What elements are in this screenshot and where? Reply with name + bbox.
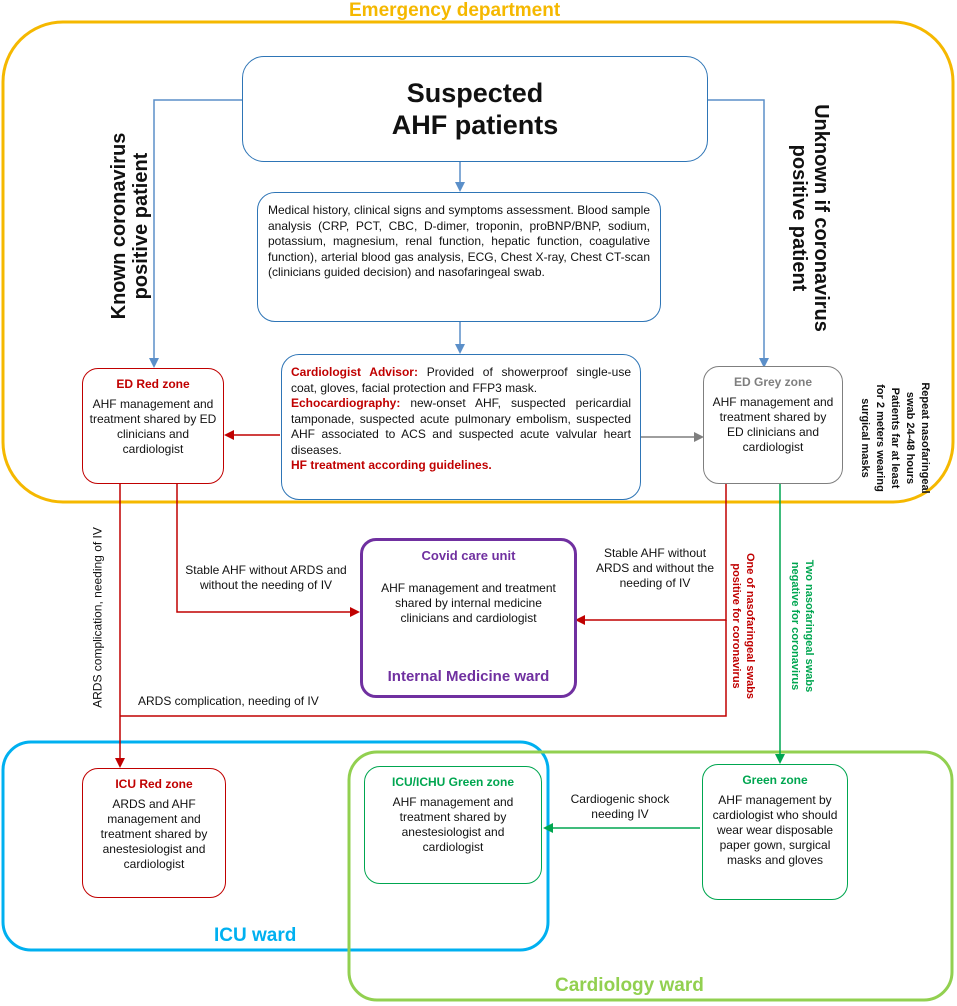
assessment-box: Medical history, clinical signs and symp… — [257, 192, 661, 322]
icu-ward-border — [1, 740, 550, 952]
edge-ards-vertical-label: ARDS complication, needing of IV — [90, 527, 105, 708]
green-zone-title: Green zone — [742, 773, 808, 787]
assessment-text: Medical history, clinical signs and symp… — [268, 203, 650, 279]
edge-cardiogenic-label: Cardiogenic shock needing IV — [570, 792, 670, 821]
arrow-ed-red-to-covid — [176, 484, 360, 617]
covid-care-unit-box: Covid care unit AHF management and treat… — [360, 538, 577, 698]
edge-ards-horizontal-label: ARDS complication, needing of IV — [138, 694, 319, 708]
cardiologist-advisor-box: Cardiologist Advisor: Provided of shower… — [281, 354, 641, 500]
grey-note-line3: Patients far at least — [889, 387, 901, 489]
grey-zone-note: Repeat nasofaringeal swab 24-48 hours Pa… — [856, 368, 932, 508]
grey-note-line2: swab 24-48 hours — [904, 391, 916, 485]
known-positive-line1: Known coronavirus — [108, 132, 130, 320]
icu-red-zone-body: ARDS and AHF management and treatment sh… — [100, 797, 208, 871]
ed-red-zone-title: ED Red zone — [116, 377, 190, 391]
suspected-line2: AHF patients — [391, 110, 559, 140]
ed-grey-zone-body: AHF management and treatment shared by E… — [712, 395, 834, 454]
emergency-department-label: Emergency department — [349, 0, 561, 21]
unknown-positive-label: Unknown if coronavirus positive patient — [788, 98, 832, 338]
cardiology-ward-border — [347, 750, 954, 1002]
hf-treatment: HF treatment according guidelines. — [291, 458, 492, 472]
ed-grey-zone-box: ED Grey zone AHF management and treatmen… — [703, 366, 843, 484]
grey-note-line4: for 2 meters wearing — [874, 384, 886, 492]
swab-negative-line1: Two nasofaringeal swabs — [803, 559, 815, 693]
covid-body: AHF management and treatment shared by i… — [381, 581, 556, 625]
arrow-known-positive — [149, 99, 242, 368]
unknown-positive-line1: Unknown if coronavirus — [810, 104, 832, 332]
icu-green-zone-title: ICU/ICHU Green zone — [391, 775, 514, 789]
edge-swab-negative-label: Two nasofaringeal swabs negative for cor… — [784, 541, 816, 711]
icu-red-zone-box: ICU Red zone ARDS and AHF management and… — [82, 768, 226, 898]
green-zone-box: Green zone AHF management by cardiologis… — [702, 764, 848, 900]
swab-positive-line2: positive for coronavirus — [730, 563, 742, 689]
grey-note-line1: Repeat nasofaringeal — [919, 382, 931, 494]
suspected-line1: Suspected — [406, 78, 544, 108]
green-zone-body: AHF management by cardiologist who shoul… — [712, 793, 838, 867]
internal-medicine-ward-label: Internal Medicine ward — [387, 668, 550, 685]
advisor-text: Provided of showerproof single-use coat,… — [291, 365, 631, 395]
ed-grey-zone-title: ED Grey zone — [733, 375, 813, 389]
edge-stable-right-label: Stable AHF without ARDS and without the … — [595, 546, 715, 590]
swab-positive-line1: One of nasofaringeal swabs — [744, 552, 756, 700]
edge-stable-left-label: Stable AHF without ARDS and without the … — [185, 563, 347, 592]
swab-negative-line2: negative for coronavirus — [789, 561, 801, 691]
cardiology-ward-label: Cardiology ward — [555, 975, 704, 996]
icu-ward-label: ICU ward — [214, 925, 297, 946]
icu-red-zone-title: ICU Red zone — [115, 777, 193, 791]
echo-label: Echocardiography: — [291, 396, 401, 410]
covid-title: Covid care unit — [421, 548, 516, 563]
ed-red-zone-body: AHF management and treatment shared by E… — [89, 397, 217, 456]
line-ards-horizontal — [120, 620, 727, 717]
known-positive-line2: positive patient — [130, 152, 152, 300]
icu-green-zone-body: AHF management and treatment shared by a… — [392, 795, 514, 854]
echo-text: new-onset AHF, suspected pericardial tam… — [291, 396, 631, 457]
icu-green-zone-box: ICU/ICHU Green zone AHF management and t… — [364, 766, 542, 884]
arrow-unknown-positive — [708, 99, 769, 368]
suspected-ahf-box: Suspected AHF patients — [242, 56, 708, 162]
known-positive-label: Known coronavirus positive patient — [108, 106, 152, 346]
advisor-label: Cardiologist Advisor: — [291, 365, 418, 379]
edge-swab-positive-label: One of nasofaringeal swabs positive for … — [725, 541, 757, 711]
ed-red-zone-box: ED Red zone AHF management and treatment… — [82, 368, 224, 484]
unknown-positive-line2: positive patient — [788, 144, 810, 292]
emergency-department-border — [1, 20, 955, 504]
grey-note-line5: surgical masks — [859, 398, 871, 478]
